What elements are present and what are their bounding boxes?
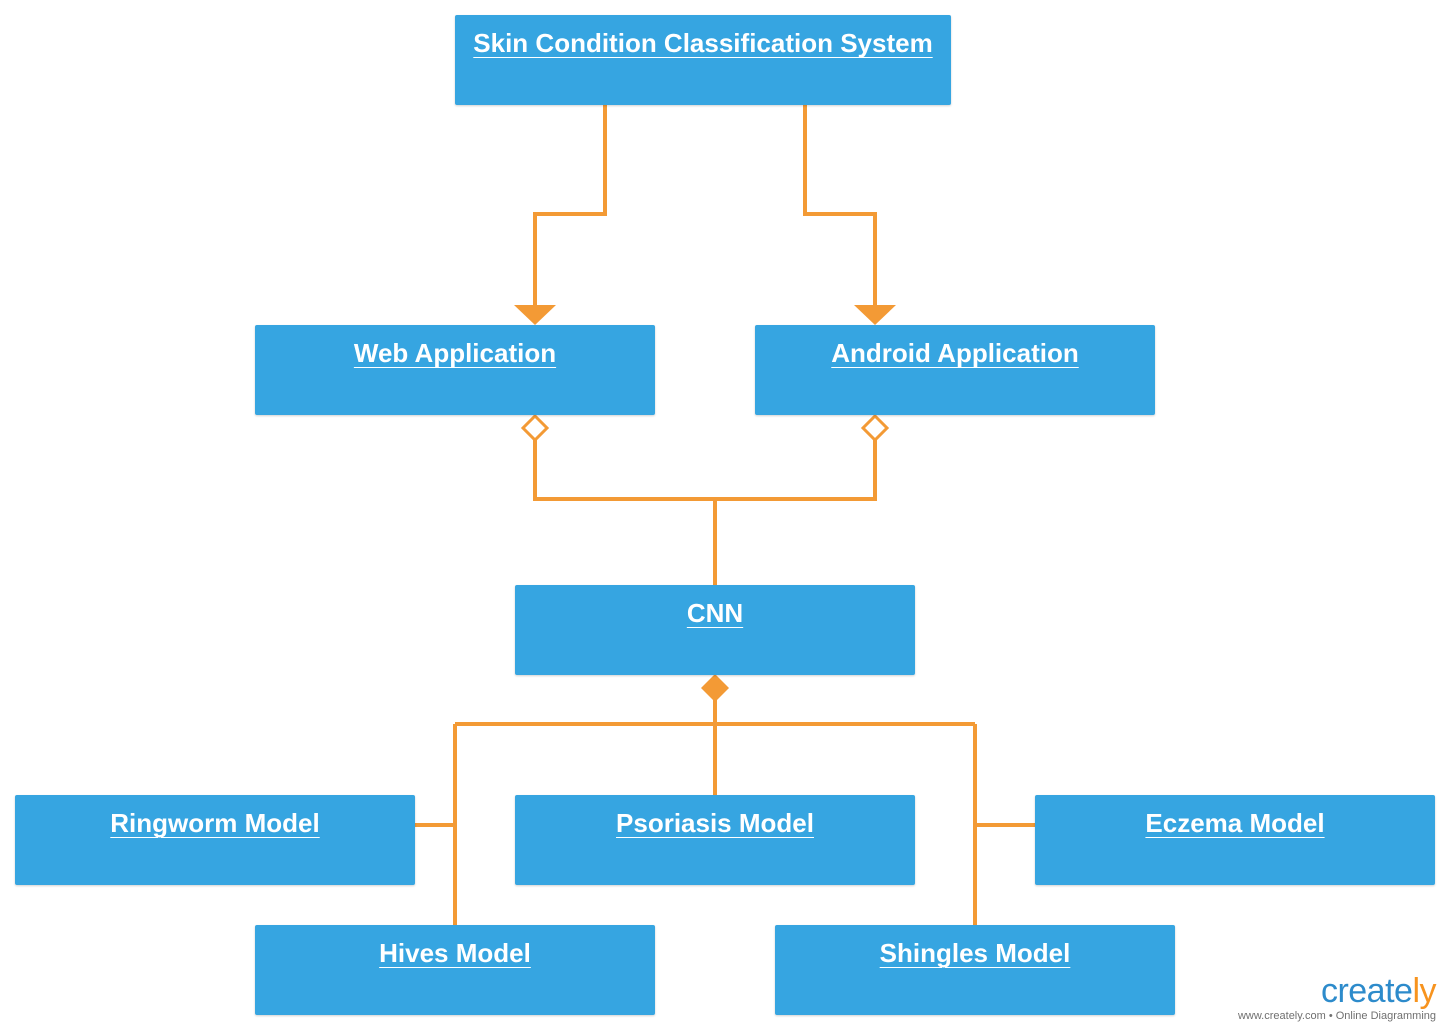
connector-system-web (533, 105, 607, 308)
node-shingles-model-label: Shingles Model (879, 938, 1071, 968)
creately-logo: creately (1238, 972, 1437, 1010)
logo-prefix: create (1320, 972, 1413, 1010)
connector-web-aggregation (533, 440, 877, 501)
node-web-application-label: Web Application (353, 338, 557, 368)
node-psoriasis-model[interactable]: Psoriasis Model (515, 795, 915, 885)
node-hives-model-label: Hives Model (379, 938, 531, 968)
logo-suffix: ly (1412, 972, 1436, 1010)
node-ringworm-model[interactable]: Ringworm Model (15, 795, 415, 885)
node-ringworm-model-label: Ringworm Model (110, 808, 320, 838)
connector-system-android (803, 105, 877, 308)
aggregation-diamond-android (860, 413, 890, 443)
arrowhead-android (854, 305, 896, 325)
node-shingles-model[interactable]: Shingles Model (775, 925, 1175, 1015)
node-psoriasis-model-label: Psoriasis Model (616, 808, 814, 838)
node-eczema-model[interactable]: Eczema Model (1035, 795, 1435, 885)
aggregation-diamond-web (520, 413, 550, 443)
node-android-application-label: Android Application (831, 338, 1079, 368)
arrowhead-web (514, 305, 556, 325)
node-cnn[interactable]: CNN (515, 585, 915, 675)
creately-watermark: creately www.creately.com • Online Diagr… (1237, 972, 1437, 1022)
composition-diamond-cnn (701, 674, 729, 702)
node-eczema-model-label: Eczema Model (1145, 808, 1325, 838)
node-cnn-label: CNN (686, 598, 744, 628)
node-android-application[interactable]: Android Application (755, 325, 1155, 415)
node-web-application[interactable]: Web Application (255, 325, 655, 415)
node-system[interactable]: Skin Condition Classification System (455, 15, 951, 105)
node-hives-model[interactable]: Hives Model (255, 925, 655, 1015)
node-system-label: Skin Condition Classification System (473, 28, 933, 58)
creately-tagline: www.creately.com • Online Diagramming (1237, 1010, 1436, 1022)
